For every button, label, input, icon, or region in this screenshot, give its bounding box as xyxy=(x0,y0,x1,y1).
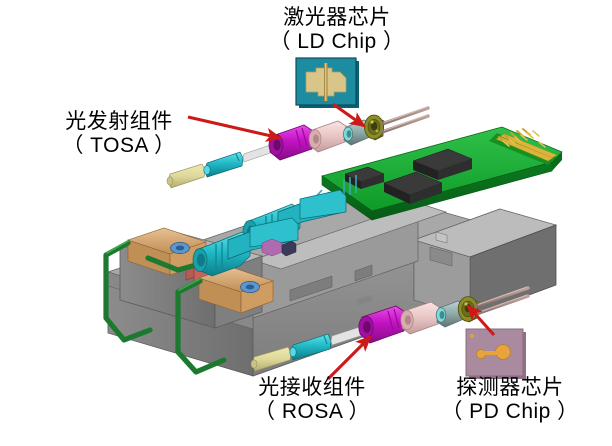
arrow-to-ld-chip xyxy=(332,102,366,128)
arrow-to-rosa xyxy=(326,335,372,381)
callout-pd-chip-cn: 探测器芯片 xyxy=(456,376,564,399)
callout-tosa-cn: 光发射组件 xyxy=(65,110,173,133)
callout-pd-chip-en: （ PD Chip ） xyxy=(441,400,579,424)
rosa-barrel xyxy=(358,305,406,344)
to-can-leads xyxy=(474,286,530,316)
callout-tosa: 光发射组件 （ TOSA ） xyxy=(44,110,194,159)
ic-chip xyxy=(412,148,473,180)
callout-pd-chip: 探测器芯片 （ PD Chip ） xyxy=(430,376,590,425)
cyan-sleeve xyxy=(203,151,244,178)
ic-chip xyxy=(383,171,443,204)
to-can-leads xyxy=(380,106,430,134)
alignment-ring xyxy=(400,301,440,335)
module-housing xyxy=(106,187,558,377)
arrow-to-tosa xyxy=(187,115,283,142)
fiber-ferrule xyxy=(166,163,206,189)
tosa-barrel xyxy=(268,124,314,161)
callout-rosa-cn: 光接收组件 xyxy=(258,376,366,399)
callout-ld-chip-en: （ LD Chip ） xyxy=(269,30,405,54)
callout-ld-chip: 激光器芯片 （ LD Chip ） xyxy=(262,6,412,55)
pcb-assembly xyxy=(311,126,563,221)
ic-chip xyxy=(344,166,385,189)
callout-ld-chip-cn: 激光器芯片 xyxy=(283,6,391,29)
internal-connector xyxy=(261,238,297,257)
to-can-header xyxy=(457,296,479,323)
pd-chip-icon xyxy=(465,328,526,379)
optical-receptacle xyxy=(192,217,299,277)
alignment-ring xyxy=(308,120,347,153)
to-can-header xyxy=(364,114,385,141)
callout-rosa: 光接收组件 （ ROSA ） xyxy=(232,376,392,425)
gold-finger-contacts xyxy=(489,128,558,165)
tosa-assembly xyxy=(166,106,430,189)
ld-chip-icon xyxy=(295,57,359,108)
arrow-to-pd-chip xyxy=(466,304,496,337)
callout-tosa-en: （ TOSA ） xyxy=(62,134,176,158)
callout-rosa-en: （ ROSA ） xyxy=(253,400,371,424)
bail-latch-wire xyxy=(103,240,227,375)
